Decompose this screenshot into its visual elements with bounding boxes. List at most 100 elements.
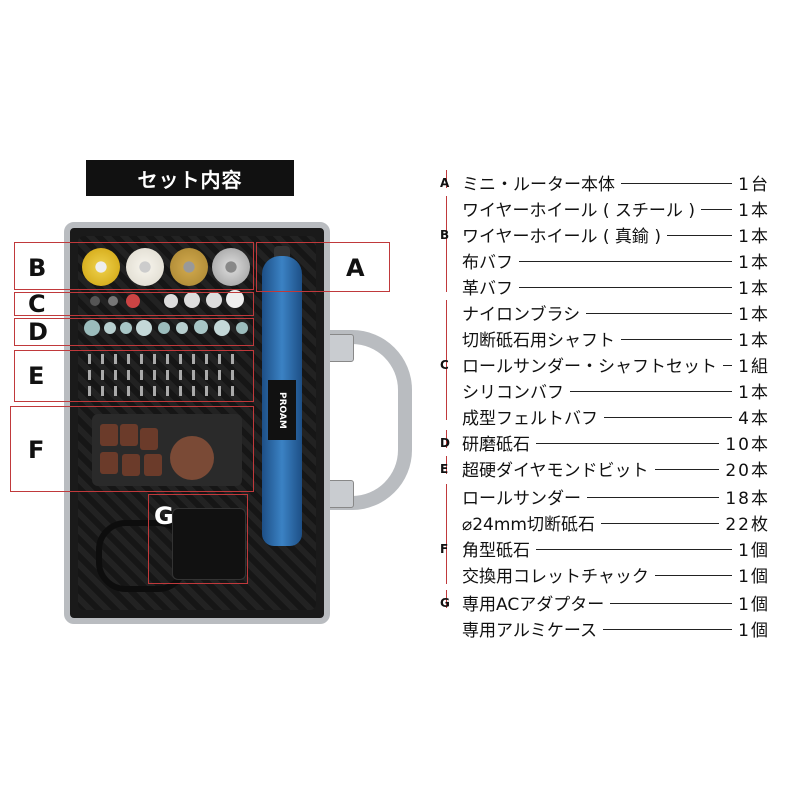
- leader-line: [603, 629, 732, 630]
- group-letter: C: [440, 358, 449, 372]
- callout-label-g: G: [154, 502, 174, 530]
- leader-line: [621, 183, 732, 184]
- item-quantity: 1本: [738, 227, 770, 247]
- callout-box-d: [14, 318, 254, 346]
- item-quantity: 20本: [725, 461, 770, 481]
- brass-wire-wheel: [170, 248, 208, 286]
- roll-sander: [144, 454, 162, 476]
- item-name: ロールサンダー: [462, 489, 581, 509]
- group-bracket-e: [446, 456, 447, 474]
- diamond-bit: [205, 370, 208, 380]
- diamond-bit: [140, 370, 143, 380]
- roll-sander: [100, 452, 118, 474]
- diamond-bit: [127, 354, 130, 364]
- group-letter: F: [440, 542, 449, 556]
- item-name: 交換用コレットチャック: [462, 567, 649, 587]
- callout-label-b: B: [28, 254, 47, 282]
- diamond-bit: [114, 370, 117, 380]
- item-name: 研磨砥石: [462, 435, 530, 455]
- roll-sander: [100, 424, 118, 446]
- felt-buff: [184, 292, 200, 308]
- steel-wire-wheel: [212, 248, 250, 286]
- group-bracket-f: [446, 484, 447, 584]
- leader-line: [723, 365, 732, 366]
- diamond-bit: [114, 354, 117, 364]
- item-quantity: 1本: [738, 305, 770, 325]
- list-item: ワイヤーホイール ( スチール )1本: [440, 196, 780, 222]
- diamond-bit: [218, 386, 221, 396]
- callout-label-f: F: [28, 436, 45, 464]
- leader-line: [519, 261, 732, 262]
- diamond-bit: [101, 354, 104, 364]
- item-name: 専用アルミケース: [462, 621, 597, 641]
- item-quantity: 4本: [738, 409, 770, 429]
- item-quantity: 1本: [738, 253, 770, 273]
- item-quantity: 1本: [738, 279, 770, 299]
- diamond-bit: [140, 386, 143, 396]
- group-bracket-a: [446, 170, 447, 188]
- group-bracket-g: [446, 590, 447, 608]
- group-letter: G: [440, 596, 450, 610]
- diamond-bit: [231, 370, 234, 380]
- item-name: ⌀24mm切断砥石: [462, 515, 595, 535]
- item-quantity: 1個: [738, 595, 770, 615]
- callout-box-c: [14, 292, 254, 316]
- item-name: 布バフ: [462, 253, 513, 273]
- diamond-bit: [192, 354, 195, 364]
- felt-buff: [164, 294, 178, 308]
- leader-line: [601, 523, 719, 524]
- diamond-bit: [127, 370, 130, 380]
- callout-box-a: [256, 242, 390, 292]
- item-quantity: 1組: [738, 357, 770, 377]
- item-quantity: 1本: [738, 383, 770, 403]
- callout-label-d: D: [28, 318, 48, 346]
- grinding-stone: [84, 320, 100, 336]
- nylon-brush: [126, 294, 140, 308]
- item-quantity: 1台: [738, 175, 770, 195]
- diamond-bit: [88, 354, 91, 364]
- diamond-bit: [88, 370, 91, 380]
- diamond-bit: [166, 370, 169, 380]
- callout-box-f: [10, 406, 254, 492]
- group-bracket-b: [446, 196, 447, 292]
- leader-line: [610, 603, 732, 604]
- group-bracket-d: [446, 430, 447, 448]
- leader-line: [536, 549, 732, 550]
- list-item: 革バフ 1本: [440, 274, 780, 300]
- diamond-bit: [88, 386, 91, 396]
- tool-brand-label: PROAM: [268, 380, 296, 440]
- diamond-bit: [205, 354, 208, 364]
- diamond-bit: [205, 386, 208, 396]
- diamond-bit: [127, 386, 130, 396]
- diamond-bit: [192, 386, 195, 396]
- grinding-stone: [176, 322, 188, 334]
- grinding-stone: [136, 320, 152, 336]
- grinding-stone: [214, 320, 230, 336]
- cloth-buff-wheel: [82, 248, 120, 286]
- callout-label-a: A: [346, 254, 365, 282]
- item-name: 革バフ: [462, 279, 513, 299]
- cutting-disc: [170, 436, 214, 480]
- callout-box-b: [14, 242, 254, 290]
- grinding-stone: [104, 322, 116, 334]
- callout-box-e: [14, 350, 254, 402]
- item-name: ワイヤーホイール ( スチール ): [462, 201, 695, 221]
- leader-line: [655, 575, 732, 576]
- roll-sander: [140, 428, 158, 450]
- diamond-bit: [153, 354, 156, 364]
- felt-buff: [226, 290, 244, 308]
- ac-adapter: [172, 508, 246, 580]
- leader-line: [655, 469, 719, 470]
- leader-line: [701, 209, 732, 210]
- list-item: 布バフ 1本: [440, 248, 780, 274]
